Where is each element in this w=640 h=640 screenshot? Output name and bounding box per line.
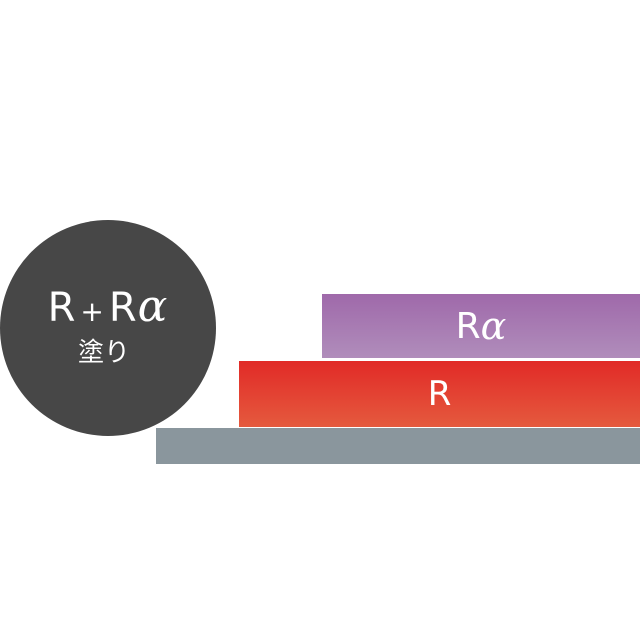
badge-prefix: R [47,284,77,331]
layer-r-alpha: R α [322,294,640,358]
layer-r-label: R [427,374,452,414]
badge-title: R + R α [47,280,169,334]
layer-r-alpha-symbol: α [480,304,507,348]
badge-suffix: R [108,284,138,331]
badge-alpha: α [137,280,169,332]
layer-r-alpha-letter: R [455,305,481,347]
badge-subtitle: 塗り [77,337,130,368]
layer-r: R [239,361,640,427]
badge-plus: + [80,294,105,328]
layer-substrate [156,428,640,464]
coating-badge: R + R α 塗り [0,220,216,436]
